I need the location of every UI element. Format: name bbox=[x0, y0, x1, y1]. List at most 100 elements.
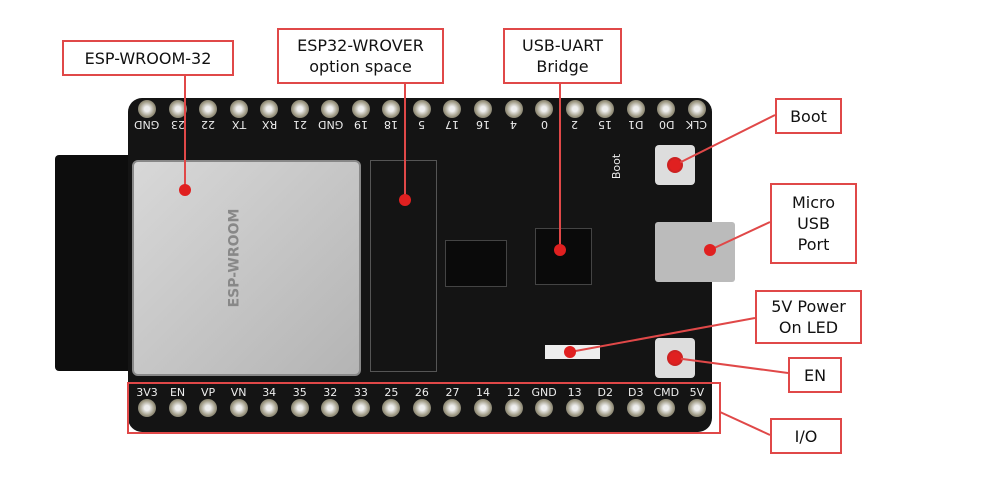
pin-label: 13 bbox=[567, 386, 582, 399]
pin-label: VP bbox=[201, 386, 216, 399]
pin: 33 bbox=[346, 386, 376, 417]
pin-hole bbox=[168, 100, 187, 118]
pin: 27 bbox=[437, 386, 467, 417]
callout-wrover-option-space: ESP32-WROVER option space bbox=[277, 28, 444, 84]
pin-label: 34 bbox=[262, 386, 277, 399]
pin-label: 12 bbox=[506, 386, 521, 399]
callout-label: I/O bbox=[794, 426, 818, 446]
pin-hole bbox=[535, 399, 554, 417]
pin-hole bbox=[687, 100, 706, 118]
pin: D0 bbox=[651, 100, 681, 131]
pin-hole bbox=[321, 100, 340, 118]
pin: 0 bbox=[529, 100, 559, 131]
pin-hole bbox=[168, 399, 187, 417]
pin-hole bbox=[260, 399, 279, 417]
pin: 13 bbox=[560, 386, 590, 417]
pin-label: 5V bbox=[689, 386, 705, 399]
micro-usb-port[interactable] bbox=[655, 222, 735, 282]
pin-hole bbox=[504, 399, 523, 417]
pin-hole bbox=[199, 100, 218, 118]
pin-hole bbox=[565, 100, 584, 118]
pin-hole bbox=[657, 100, 676, 118]
callout-label: USB bbox=[797, 214, 830, 233]
pin-hole bbox=[138, 399, 156, 417]
pin-hole bbox=[382, 100, 401, 118]
pin-hole bbox=[382, 399, 401, 417]
pin: 25 bbox=[376, 386, 406, 417]
pin-label: 33 bbox=[353, 386, 368, 399]
pin-hole bbox=[229, 399, 248, 417]
pin-label: D3 bbox=[628, 386, 644, 399]
pin: D1 bbox=[621, 100, 651, 131]
pin-label: VN bbox=[230, 386, 247, 399]
pin: 16 bbox=[468, 100, 498, 131]
pin-hole bbox=[626, 399, 645, 417]
callout-esp-wroom-32: ESP-WROOM-32 bbox=[62, 40, 234, 76]
pin-label: 35 bbox=[292, 386, 307, 399]
pin: 22 bbox=[193, 100, 223, 131]
pin: CLK bbox=[682, 100, 712, 131]
pin: 5V bbox=[682, 386, 712, 417]
pin: 32 bbox=[315, 386, 345, 417]
pin: 23 bbox=[163, 100, 193, 131]
usb-uart-chip bbox=[535, 228, 592, 285]
callout-label: USB-UART bbox=[522, 36, 603, 55]
pin-hole bbox=[626, 100, 645, 118]
pin: VP bbox=[193, 386, 223, 417]
pin-label: 32 bbox=[323, 386, 338, 399]
pin-label: D2 bbox=[597, 386, 613, 399]
pin-label: 14 bbox=[476, 386, 491, 399]
pin-label: CMD bbox=[653, 386, 680, 399]
pin: 34 bbox=[254, 386, 284, 417]
pin: 19 bbox=[346, 100, 376, 131]
pin: 18 bbox=[376, 100, 406, 131]
pin-label: GND bbox=[531, 386, 557, 399]
voltage-regulator bbox=[445, 240, 507, 287]
pin-hole bbox=[504, 100, 523, 118]
pin: D3 bbox=[621, 386, 651, 417]
pin-hole bbox=[535, 100, 554, 118]
callout-label: Boot bbox=[790, 106, 827, 126]
pin-hole bbox=[290, 399, 309, 417]
pin: EN bbox=[163, 386, 193, 417]
pin-hole bbox=[443, 100, 462, 118]
pin: D2 bbox=[590, 386, 620, 417]
pin-label: 26 bbox=[414, 386, 429, 399]
pin-hole bbox=[199, 399, 218, 417]
pin: 35 bbox=[285, 386, 315, 417]
callout-io: I/O bbox=[770, 418, 842, 454]
callout-label: option space bbox=[309, 57, 412, 76]
callout-boot: Boot bbox=[775, 98, 842, 134]
callout-label: ESP32-WROVER bbox=[297, 36, 424, 55]
pin-label: 25 bbox=[384, 386, 399, 399]
pin-hole bbox=[596, 399, 615, 417]
pin-label: 3V3 bbox=[136, 386, 158, 399]
pin-hole bbox=[290, 100, 309, 118]
pin: RX bbox=[254, 100, 284, 131]
pin-hole bbox=[596, 100, 615, 118]
callout-label: EN bbox=[803, 365, 827, 385]
pin-hole bbox=[474, 100, 493, 118]
callout-label: Bridge bbox=[536, 57, 589, 76]
pin-hole bbox=[260, 100, 279, 118]
pin: 2 bbox=[560, 100, 590, 131]
pin-hole bbox=[443, 399, 462, 417]
callout-label: Port bbox=[797, 235, 830, 254]
pin-hole bbox=[687, 399, 706, 417]
pcb-antenna bbox=[55, 155, 137, 371]
bottom-pin-header: 3V3 EN VP VN 34 35 32 33 25 26 27 14 12 GND 13 D2 D3 CMD 5… bbox=[132, 386, 712, 417]
pin: GND bbox=[529, 386, 559, 417]
pin-hole bbox=[138, 100, 156, 118]
callout-usb-uart-bridge: USB-UART Bridge bbox=[503, 28, 622, 84]
pin: 4 bbox=[499, 100, 529, 131]
pin: 5 bbox=[407, 100, 437, 131]
callout-label: On LED bbox=[778, 318, 839, 337]
pin-hole bbox=[412, 100, 431, 118]
pin-hole bbox=[565, 399, 584, 417]
pin: GND bbox=[315, 100, 345, 131]
wrover-option-space bbox=[370, 160, 437, 372]
pin: 3V3 bbox=[132, 386, 162, 417]
